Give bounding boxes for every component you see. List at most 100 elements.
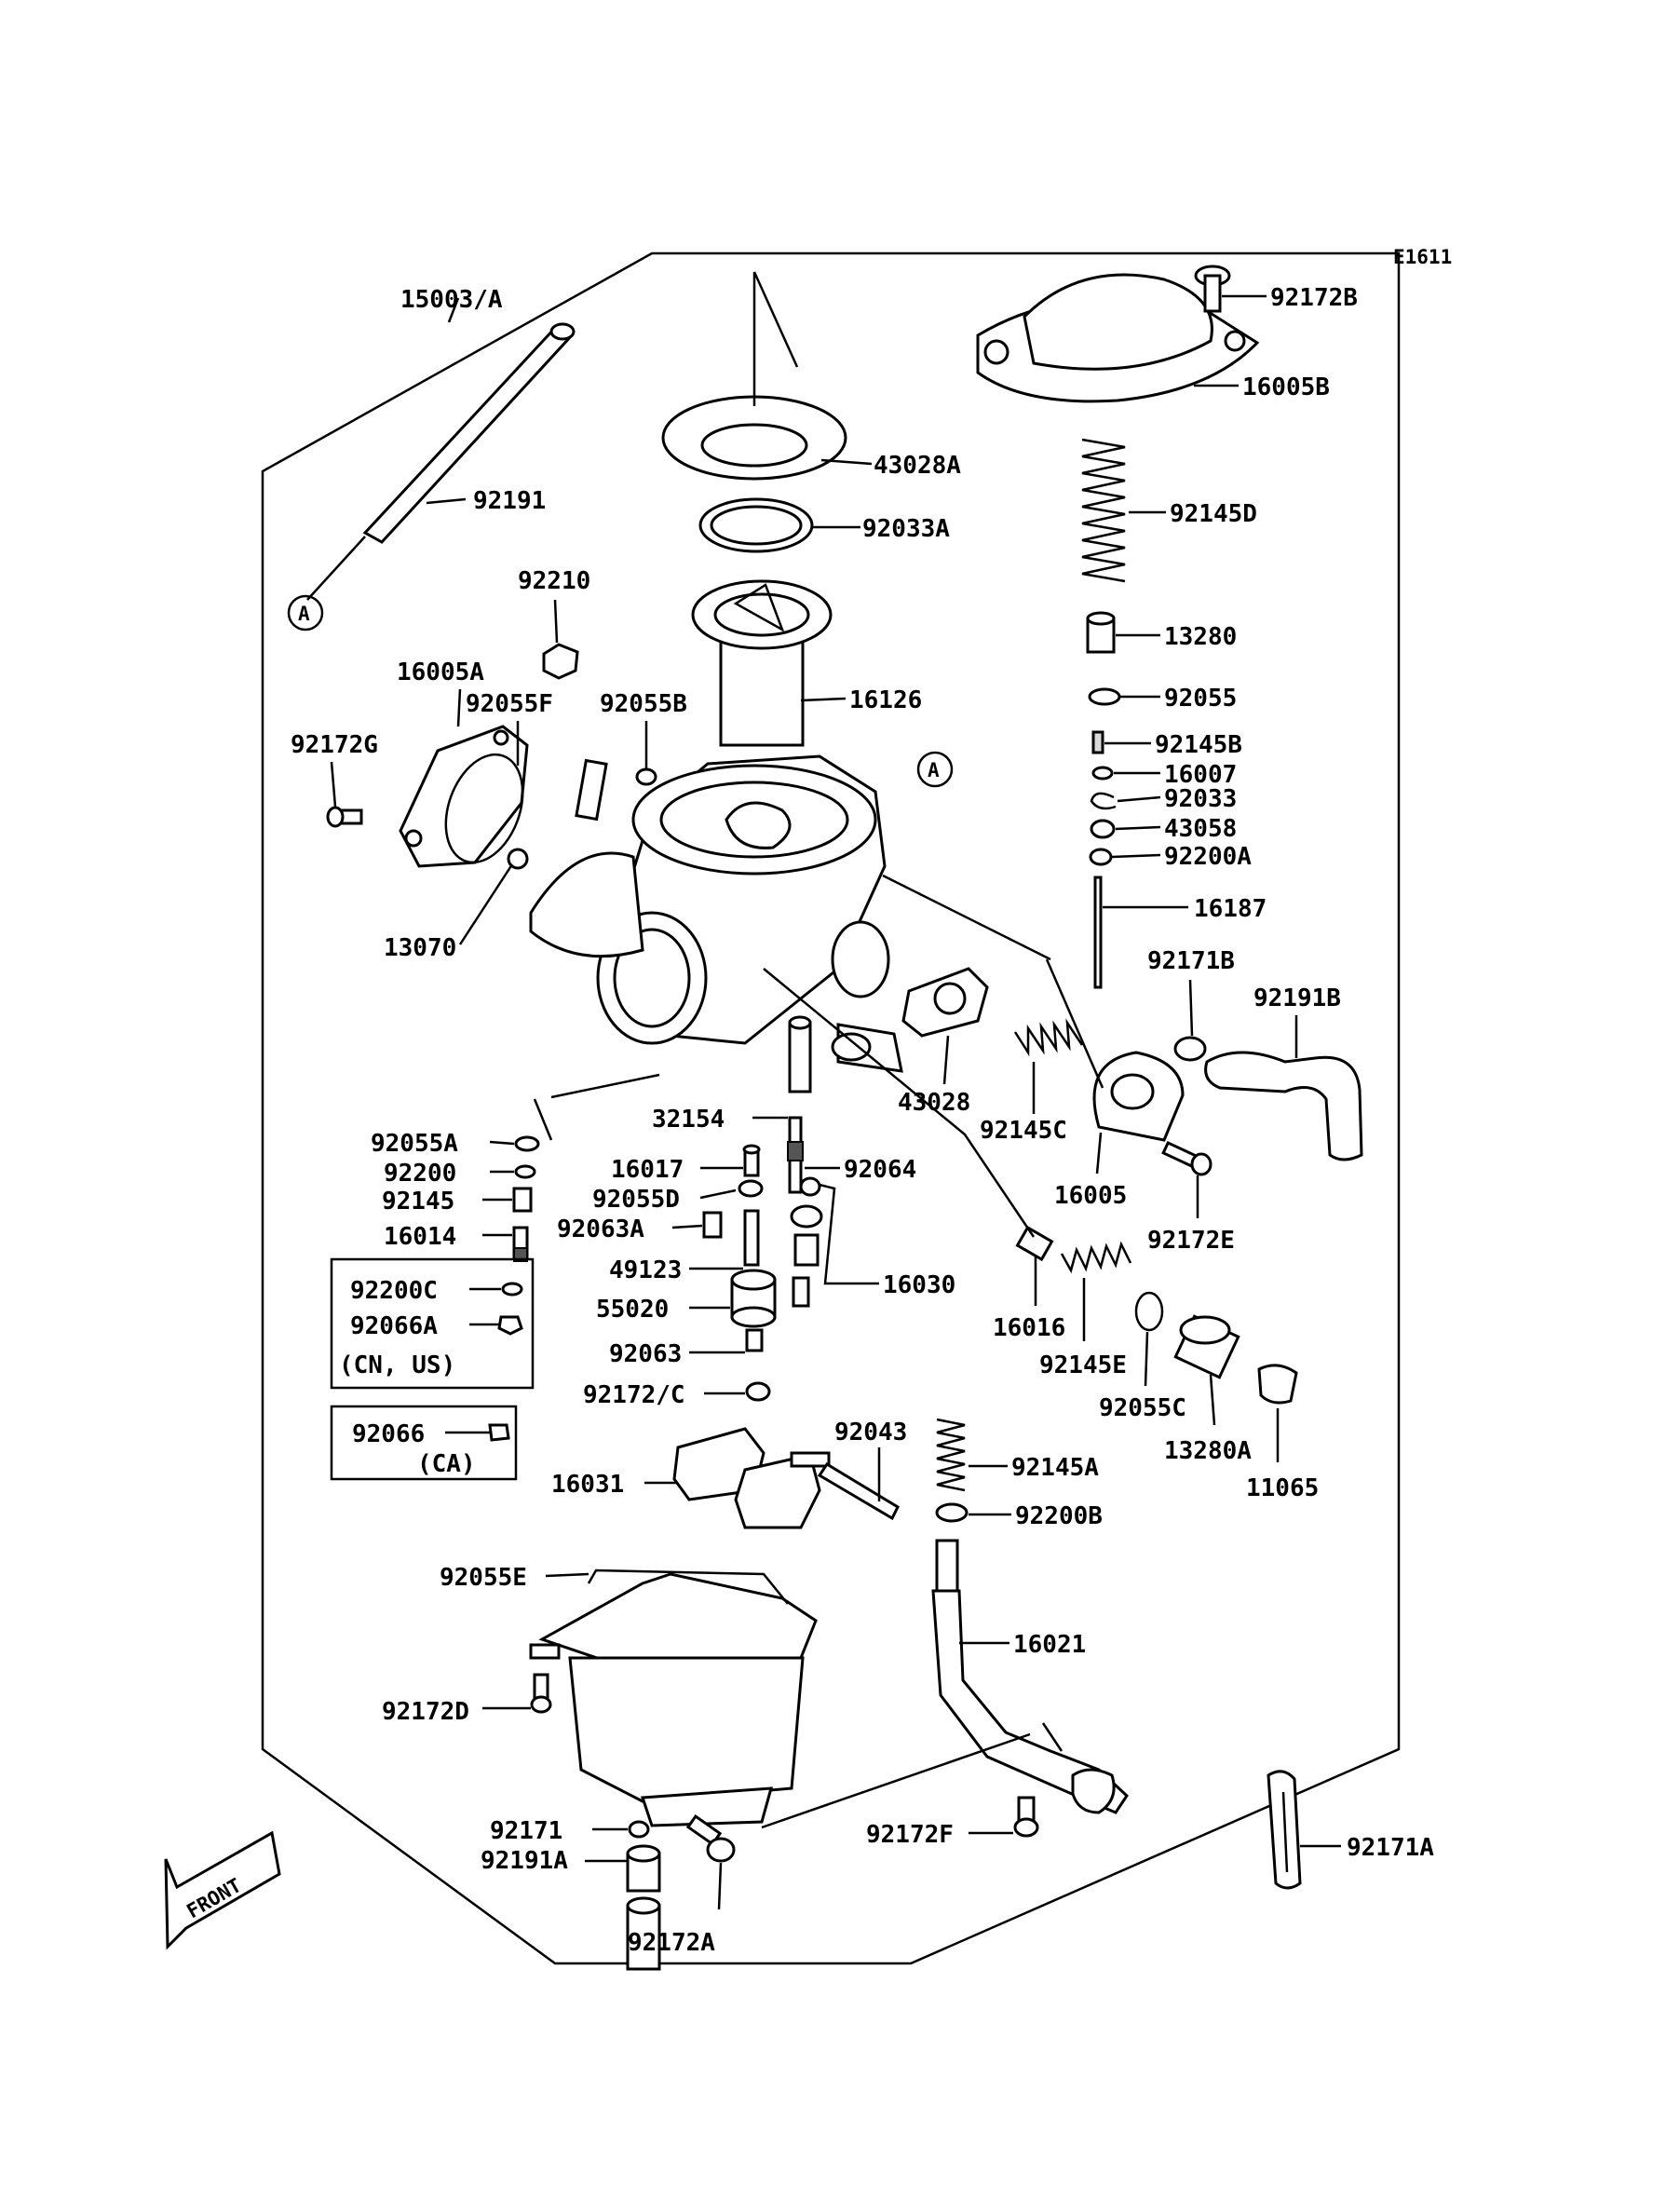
clip-92171: [628, 1820, 650, 1839]
part-number-label: 92172G: [291, 731, 378, 759]
float-55020: [730, 1269, 777, 1328]
screw-92172C: [745, 1381, 771, 1402]
tube-92191: [306, 322, 576, 601]
screw-92172A: [685, 1813, 736, 1863]
leader-line: [671, 1224, 703, 1229]
holder-13280: [1086, 611, 1116, 654]
part-number-label: 16017: [611, 1156, 684, 1184]
variant-box-cn-us: 92200C 92066A (CN, US): [330, 1257, 535, 1390]
holder-49123: [743, 1209, 760, 1267]
leader-line: [699, 1188, 737, 1200]
part-number-label: 16016: [993, 1314, 1065, 1342]
diaphragm-43028A: [661, 271, 847, 481]
leader-line: [1111, 853, 1161, 859]
part-number-label: 92145C: [980, 1117, 1067, 1145]
variant-region: (CA): [417, 1450, 476, 1478]
carburetor-body: [529, 754, 903, 1073]
part-number-label: 16187: [1194, 895, 1267, 923]
part-number-label: 92191A: [481, 1847, 568, 1875]
part-number-label: 92145B: [1155, 731, 1242, 759]
screw-16014: [512, 1226, 529, 1262]
float-bowl: [529, 1569, 818, 1827]
part-number-label: 92172B: [1270, 284, 1358, 312]
part-number-label: 92172A: [628, 1929, 715, 1957]
washer-16007: [1091, 766, 1114, 781]
jet-92064: [787, 1116, 804, 1194]
leader-line: [545, 1572, 589, 1578]
ring-92055: [1088, 687, 1121, 706]
tube-32154: [788, 1015, 812, 1093]
part-number-label: 92055A: [371, 1130, 458, 1158]
part-number-label: 92172/C: [583, 1381, 685, 1409]
hose-92191A: [626, 1844, 661, 1971]
part-number-label: 92145D: [1170, 500, 1257, 528]
part-number-label: 92055F: [466, 690, 553, 718]
part-number-label: 43028: [898, 1089, 970, 1117]
part-number-label: 92200A: [1164, 843, 1252, 871]
spring-92145A: [936, 1418, 966, 1492]
front-arrow: FRONT: [164, 1830, 281, 1950]
part-number-label: 92171B: [1147, 947, 1235, 975]
diagram-code: E1611: [1393, 246, 1452, 268]
top-cover-16005B: [976, 273, 1260, 403]
oring-92055B: [635, 767, 657, 786]
variant-item: 92200C: [350, 1277, 438, 1305]
screw-92172E: [1161, 1140, 1213, 1176]
oring-92055D: [738, 1179, 764, 1198]
washer-92200: [514, 1164, 536, 1179]
seat-43058: [1090, 819, 1116, 839]
svg-text:A: A: [298, 603, 310, 625]
part-number-label: 92210: [518, 567, 590, 595]
plunger-16021: [931, 1539, 1129, 1814]
part-number-label: 92055E: [440, 1564, 527, 1592]
part-number-label: 92172E: [1147, 1227, 1235, 1255]
spring-92145E: [1060, 1241, 1132, 1274]
part-number-label: 92063: [609, 1340, 682, 1368]
spring-92145: [512, 1187, 533, 1213]
screw-92172D: [530, 1673, 552, 1714]
piston-16126: [691, 579, 833, 747]
part-number-label: 16005: [1054, 1182, 1127, 1210]
part-number-label: 15003/A: [400, 286, 503, 314]
part-number-label: 16030: [883, 1271, 955, 1299]
leader-line: [426, 497, 467, 505]
part-number-label: 92172F: [866, 1821, 954, 1849]
part-number-label: 92055: [1164, 685, 1237, 713]
leader-line: [820, 458, 873, 466]
part-number-label: 13070: [384, 934, 456, 962]
leader-line: [1095, 1132, 1103, 1175]
assembly-frame: [261, 251, 1401, 1965]
oring-92055C: [1134, 1291, 1164, 1332]
part-number-label: 92055B: [600, 690, 687, 718]
spring-92145B: [1091, 730, 1104, 754]
screw-92172F: [1013, 1796, 1039, 1838]
spring-92145C: [1013, 1018, 1084, 1057]
needle-16187: [1093, 876, 1103, 989]
valve-16016: [1015, 1225, 1054, 1262]
part-number-label: 92145A: [1011, 1454, 1099, 1482]
part-number-label: 13280A: [1164, 1437, 1252, 1465]
leader-line: [489, 1140, 515, 1146]
part-number-label: 92172D: [382, 1698, 469, 1726]
part-number-label: 16031: [551, 1471, 624, 1499]
part-number-label: 43058: [1164, 815, 1237, 843]
spring-92145D: [1081, 438, 1126, 583]
leader-line: [330, 761, 337, 808]
part-number-label: 92043: [834, 1419, 907, 1446]
leader-line: [1115, 825, 1161, 831]
jet-16017: [742, 1144, 761, 1177]
leader-line: [819, 1183, 879, 1285]
part-number-label: 92145E: [1039, 1351, 1127, 1379]
leader-line: [800, 697, 847, 702]
part-number-label: 16126: [849, 686, 922, 714]
clip-92033: [1090, 792, 1117, 810]
part-number-label: 16005B: [1242, 373, 1330, 401]
part-number-label: 92055C: [1099, 1394, 1186, 1422]
valve-16030: [790, 1176, 823, 1308]
clip-92171B: [1173, 1036, 1207, 1062]
variant-item: 92066A: [350, 1312, 438, 1340]
leader-line: [942, 1035, 950, 1085]
gasket-16005A: [399, 725, 529, 868]
part-number-label: 16005A: [397, 659, 484, 686]
